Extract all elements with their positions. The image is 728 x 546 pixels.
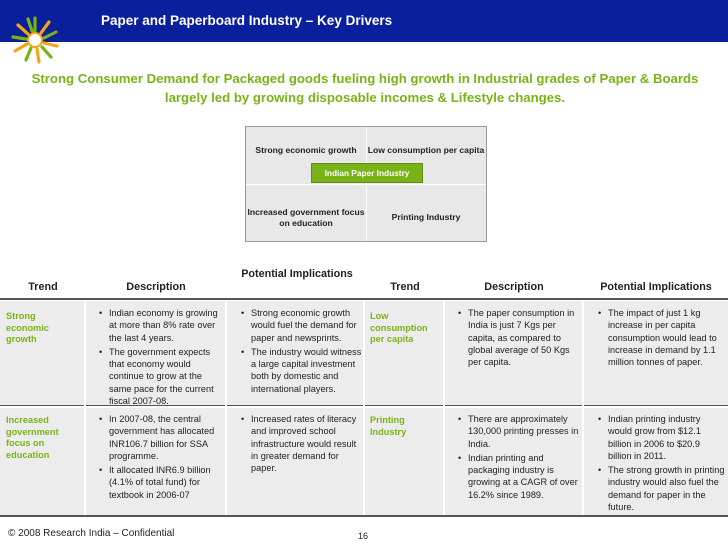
trend-printing-industry: Printing Industry — [370, 415, 407, 437]
list-item: There are approximately 130,000 printing… — [458, 413, 581, 450]
trend-economic-growth: Strong economic growth — [6, 311, 49, 345]
table-top-rule — [0, 298, 728, 300]
list-item: The strong growth in printing industry w… — [598, 464, 725, 513]
diagram-center-label: Indian Paper Industry — [311, 163, 423, 183]
column-separator — [84, 301, 86, 515]
trend-education-focus: Increased government focus on education — [6, 415, 59, 460]
list-item: Indian economy is growing at more than 8… — [99, 307, 222, 344]
footer-copyright: © 2008 Research India – Confidential — [8, 528, 175, 539]
list-item: The impact of just 1 kg increase in per … — [598, 307, 725, 368]
list-item: Indian printing and packaging industry i… — [458, 452, 581, 501]
table-header: Trend Description Potential Implications… — [0, 265, 728, 299]
list-item: Increased rates of literacy and improved… — [241, 413, 362, 474]
description-economic-growth: Indian economy is growing at more than 8… — [98, 307, 222, 409]
driver-economic-growth: Strong economic growth — [246, 127, 367, 185]
header-implications-right: Potential Implications — [600, 281, 712, 293]
list-item: The paper consumption in India is just 7… — [458, 307, 581, 368]
driver-printing-industry: Printing Industry — [391, 212, 461, 222]
driver-low-consumption: Low consumption per capita — [366, 127, 486, 185]
implications-printing-industry: Indian printing industry would grow from… — [597, 413, 725, 515]
trend-low-consumption: Low consumption per capita — [370, 311, 428, 345]
header-description-right: Description — [484, 281, 544, 293]
header-band: Paper and Paperboard Industry – Key Driv… — [0, 0, 728, 42]
implications-economic-growth: Strong economic growth would fuel the de… — [240, 307, 362, 397]
page-number: 16 — [358, 531, 369, 541]
header-implications-left: Potential Implications — [241, 268, 353, 280]
table-bottom-rule — [0, 515, 728, 517]
description-education-focus: In 2007-08, the central government has a… — [98, 413, 222, 503]
column-separator — [225, 301, 227, 515]
description-low-consumption: The paper consumption in India is just 7… — [457, 307, 581, 370]
list-item: The government expects that economy woul… — [99, 346, 222, 407]
header-trend-right: Trend — [390, 281, 420, 293]
column-separator — [363, 301, 365, 515]
implications-low-consumption: The impact of just 1 kg increase in per … — [597, 307, 725, 370]
page-title: Paper and Paperboard Industry – Key Driv… — [101, 13, 393, 28]
implications-education-focus: Increased rates of literacy and improved… — [240, 413, 362, 476]
driver-education-focus: Increased government focus on education — [246, 184, 367, 241]
column-separator — [582, 301, 584, 515]
list-item: The industry would witness a large capit… — [241, 346, 362, 395]
drivers-diagram: Strong economic growth Low consumption p… — [245, 126, 487, 242]
column-separator — [443, 301, 445, 515]
header-description-left: Description — [126, 281, 186, 293]
list-item: Strong economic growth would fuel the de… — [241, 307, 362, 344]
header-trend-left: Trend — [28, 281, 58, 293]
description-printing-industry: There are approximately 130,000 printing… — [457, 413, 581, 503]
list-item: In 2007-08, the central government has a… — [99, 413, 222, 462]
headline-statement: Strong Consumer Demand for Packaged good… — [31, 71, 699, 105]
sun-logo-icon — [11, 16, 59, 64]
list-item: Indian printing industry would grow from… — [598, 413, 725, 462]
list-item: It allocated INR6.9 billion (4.1% of tot… — [99, 464, 222, 501]
